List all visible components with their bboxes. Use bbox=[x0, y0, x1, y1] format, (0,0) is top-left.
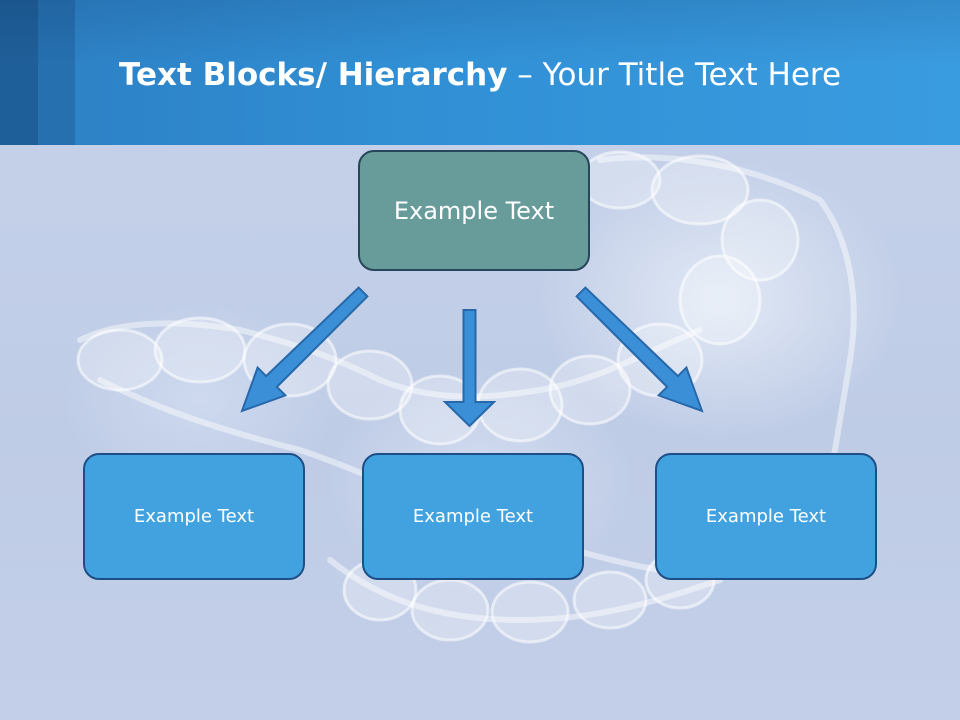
top-level-box-label: Example Text bbox=[393, 196, 555, 225]
header-accent-strip bbox=[38, 0, 75, 145]
header-accent-strip-dark bbox=[0, 0, 38, 145]
top-level-box[interactable]: Example Text bbox=[358, 150, 590, 271]
arrow-to-middle-box[interactable] bbox=[442, 309, 497, 428]
page-title[interactable]: Text Blocks/ Hierarchy – Your Title Text… bbox=[75, 50, 885, 100]
title-bar: Text Blocks/ Hierarchy – Your Title Text… bbox=[0, 0, 960, 145]
child-box-left[interactable]: Example Text bbox=[83, 453, 305, 580]
page-title-bold: Text Blocks/ Hierarchy bbox=[118, 57, 508, 93]
page-title-rest: – Your Title Text Here bbox=[507, 57, 842, 93]
child-box-right-label: Example Text bbox=[705, 506, 827, 527]
arrow-to-right-box[interactable] bbox=[575, 286, 704, 413]
child-box-left-label: Example Text bbox=[133, 506, 255, 527]
arrow-to-left-box[interactable] bbox=[240, 286, 369, 413]
child-box-right[interactable]: Example Text bbox=[655, 453, 877, 580]
child-box-middle[interactable]: Example Text bbox=[362, 453, 584, 580]
child-box-middle-label: Example Text bbox=[412, 506, 534, 527]
